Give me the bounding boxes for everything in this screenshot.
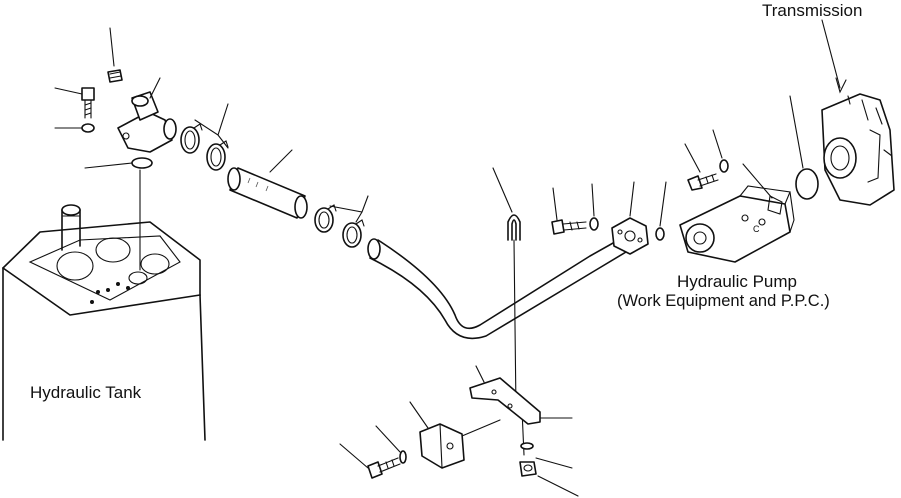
suction-tube <box>367 237 627 340</box>
plug-elbow <box>107 69 123 83</box>
bolt-bracket <box>367 457 401 479</box>
o-ring-flange <box>655 227 665 241</box>
washer-elbow <box>81 123 95 133</box>
bolt-pump <box>687 173 719 191</box>
washer-pump <box>719 159 729 173</box>
label-hydraulic-pump: Hydraulic Pump <box>677 272 797 291</box>
pump-marking: C <box>753 224 760 234</box>
elbow-fitting <box>117 91 177 153</box>
bolt-elbow <box>81 87 95 119</box>
tube-flange <box>611 217 649 255</box>
transmission-case <box>821 93 895 206</box>
straight-hose <box>227 167 308 219</box>
u-bolt <box>507 214 521 241</box>
washer-flange <box>589 217 599 231</box>
label-transmission: Transmission <box>762 1 862 20</box>
label-hydraulic-pump-subtitle: (Work Equipment and P.P.C.) <box>617 292 830 310</box>
washer-nut <box>520 442 534 450</box>
nut <box>519 461 537 477</box>
hydraulic-pump: C <box>679 185 795 263</box>
hose-clamp-1a <box>180 123 203 154</box>
support-rod <box>513 239 525 456</box>
o-ring-pump <box>795 168 819 200</box>
hose-clamp-2a <box>314 204 337 233</box>
o-ring-tank <box>131 157 153 169</box>
hose-clamp-2b <box>342 219 365 248</box>
leader-lines <box>54 19 847 497</box>
clamp-block <box>419 423 465 469</box>
hydraulic-tank <box>2 204 206 441</box>
washer-bracket <box>399 450 407 464</box>
tube-bracket <box>469 377 541 425</box>
hose-clamp-1b <box>206 140 229 171</box>
bolt-flange <box>551 219 587 235</box>
label-hydraulic-tank: Hydraulic Tank <box>30 383 142 402</box>
